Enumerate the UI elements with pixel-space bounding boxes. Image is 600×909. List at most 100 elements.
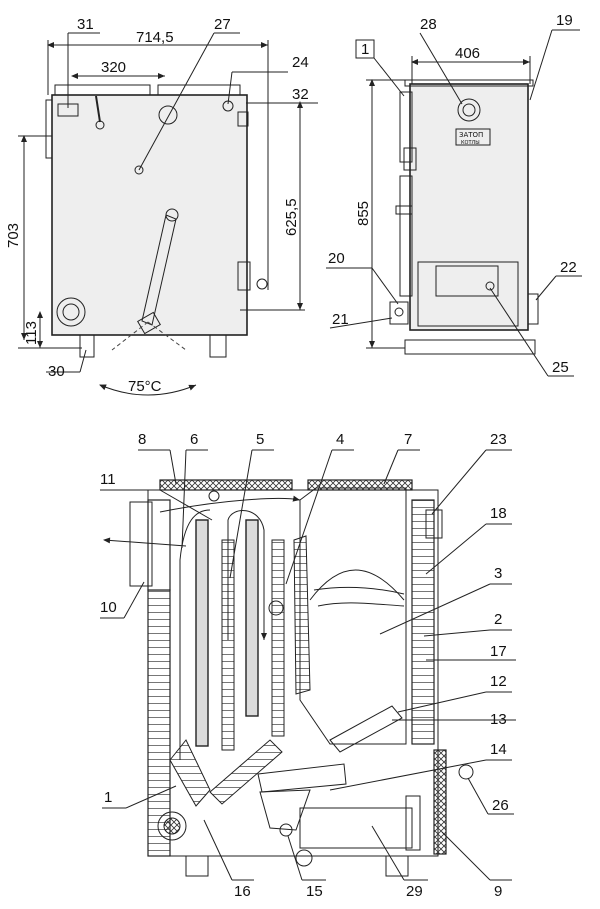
- leader-25: [489, 287, 549, 377]
- section-lid-left: [159, 479, 293, 491]
- section-hopper: [169, 739, 211, 807]
- leader-27: [138, 32, 215, 171]
- front-ash-port: [56, 297, 86, 327]
- flow-line-7: [317, 602, 405, 607]
- side-thermometer: [457, 98, 481, 122]
- dim-angle: 75°C: [128, 378, 162, 395]
- flow-line-3: [227, 510, 267, 640]
- leader-6-d: [181, 449, 187, 549]
- label-17: 17: [490, 643, 507, 660]
- flow-line-4: [103, 537, 187, 547]
- section-lid-right: [307, 479, 413, 491]
- label-20: 20: [328, 250, 345, 267]
- label-27: 27: [214, 16, 231, 33]
- section-valve-26: [458, 764, 474, 780]
- leader-21: [329, 317, 393, 329]
- label-21: 21: [332, 311, 349, 328]
- side-ash-door-panel: [435, 265, 499, 297]
- label-5: 5: [256, 431, 264, 448]
- label-19: 19: [556, 12, 573, 29]
- section-top-port: [208, 490, 220, 502]
- leader-11-d: [159, 489, 213, 521]
- side-body: [409, 83, 529, 331]
- side-ash-door-knob: [485, 281, 495, 291]
- label-1: 1: [104, 789, 112, 806]
- leader-side-1: [373, 57, 405, 97]
- section-leg-left: [185, 855, 209, 877]
- front-side-tab: [237, 111, 249, 127]
- section-outer-shell: [147, 489, 439, 857]
- side-door-top: [399, 91, 413, 163]
- label-15: 15: [306, 883, 323, 900]
- dim-855: 855: [355, 201, 372, 226]
- label-11: 11: [100, 471, 116, 488]
- section-ash-pan: [299, 807, 413, 849]
- leader-14: [329, 759, 487, 791]
- front-flue-pipe: [45, 99, 53, 159]
- front-peephole: [134, 165, 144, 175]
- label-2: 2: [494, 611, 502, 628]
- leader-26: [467, 777, 489, 815]
- leader-7-d: [383, 449, 399, 485]
- label-4: 4: [336, 431, 344, 448]
- front-right-valve: [256, 278, 268, 290]
- front-leg-left: [79, 334, 95, 358]
- label-26: 26: [492, 797, 509, 814]
- side-handle: [395, 205, 413, 215]
- side-left-fitting: [389, 301, 409, 325]
- label-32: 32: [292, 86, 309, 103]
- section-drain-inner: [163, 817, 181, 835]
- front-regulator-knob: [95, 120, 105, 130]
- side-hinge: [403, 147, 417, 171]
- leader-19: [529, 29, 553, 101]
- side-door-bottom: [399, 175, 413, 297]
- leader-29: [371, 825, 405, 881]
- label-6: 6: [190, 431, 198, 448]
- front-top-plate-right: [157, 84, 241, 96]
- section-upper-door: [329, 705, 403, 753]
- section-front-door: [433, 749, 447, 855]
- front-lever-pivot: [165, 208, 179, 222]
- leader-1-d: [125, 785, 177, 809]
- section-view: 8 6 5 4 7 23 11 18 10 3 2 17 12: [100, 431, 516, 900]
- leader-30-d: [79, 349, 87, 373]
- leader-23: [431, 449, 487, 515]
- section-right-jacket: [411, 499, 435, 745]
- leader-22: [535, 275, 557, 301]
- side-thermometer-inner: [462, 103, 476, 117]
- label-16: 16: [234, 883, 251, 900]
- leader-8-d: [169, 449, 177, 485]
- label-25: 25: [552, 359, 569, 376]
- dim-703: 703: [5, 223, 22, 248]
- side-nameplate: [455, 128, 491, 146]
- label-14: 14: [490, 741, 507, 758]
- label-18: 18: [490, 505, 507, 522]
- front-right-fitting: [237, 261, 251, 291]
- section-firebox-wall: [299, 487, 407, 745]
- angle-arc: [99, 384, 197, 396]
- label-29: 29: [406, 883, 423, 900]
- leader-4-d: [285, 449, 333, 585]
- flow-line-6: [313, 586, 405, 595]
- leader-10-d: [123, 581, 145, 619]
- front-flue-outlet: [158, 105, 178, 125]
- label-24: 24: [292, 54, 309, 71]
- section-drain: [157, 811, 187, 841]
- dim-320: 320: [101, 59, 126, 76]
- section-baffle-2: [245, 519, 259, 717]
- leader-9: [441, 831, 491, 881]
- label-22: 22: [560, 259, 577, 276]
- section-hopper-right: [209, 739, 283, 805]
- leader-24-d: [227, 71, 233, 105]
- label-23: 23: [490, 431, 507, 448]
- front-draft-regulator: [95, 95, 101, 123]
- label-9: 9: [494, 883, 502, 900]
- leader-3: [379, 583, 491, 635]
- nameplate-line1: ЗАТОП: [459, 131, 483, 139]
- section-leg-right: [385, 855, 409, 877]
- label-12: 12: [490, 673, 507, 690]
- label-3: 3: [494, 565, 502, 582]
- label-30: 30: [48, 363, 65, 380]
- dim-406: 406: [455, 45, 480, 62]
